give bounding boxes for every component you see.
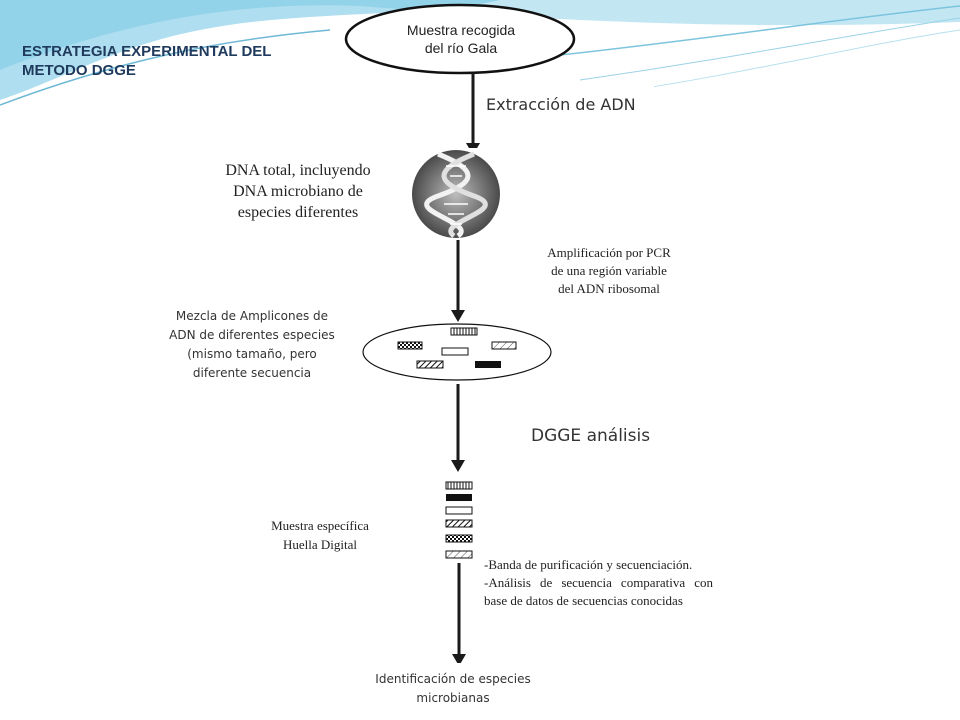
total-dna-line-1: DNA total, incluyendo	[225, 162, 371, 179]
sample-ellipse	[344, 3, 576, 75]
step-species-identification: Identificación de especies microbianas	[351, 663, 555, 719]
amplicons-line-3: (mismo tamaño, pero	[187, 347, 317, 361]
step-extraction: Extracción de ADN	[478, 85, 654, 135]
identification-line-2: microbianas	[416, 691, 490, 705]
gel-bands-icon	[362, 323, 552, 381]
step-total-dna: DNA total, incluyendo DNA microbiano de …	[200, 150, 396, 246]
pcr-line-3: del ADN ribosomal	[558, 281, 660, 296]
pcr-line-1: Amplificación por PCR	[547, 245, 671, 260]
fingerprint-line-2: Huella Digital	[282, 537, 357, 552]
identification-line-1: Identificación de especies	[375, 672, 531, 686]
header-wave-decoration	[0, 0, 960, 106]
flow-arrows	[451, 73, 480, 666]
step-pcr-amplification: Amplificación por PCR de una región vari…	[524, 238, 694, 320]
title-line-1: ESTRATEGIA EXPERIMENTAL DEL	[22, 43, 272, 60]
amplicons-line-1: Mezcla de Amplicones de	[175, 309, 329, 323]
sample-label: Muestra recogida del río Gala	[350, 8, 572, 70]
fingerprint-line-1: Muestra específica	[271, 518, 369, 533]
purification-line-2: -Análisis de secuencia comparativa con b…	[484, 575, 713, 608]
step-fingerprint: Muestra específica Huella Digital	[256, 508, 384, 566]
amplicons-line-2: ADN de diferentes especies	[169, 328, 335, 342]
purification-line-1: -Banda de purificación y secuenciación.	[484, 557, 693, 572]
total-dna-line-2: DNA microbiano de	[233, 183, 363, 200]
dna-helix-icon	[410, 148, 502, 240]
step-amplicon-mix: Mezcla de Amplicones de ADN de diferente…	[152, 302, 352, 406]
total-dna-line-3: especies diferentes	[237, 204, 359, 221]
sample-line-1: Muestra recogida	[406, 22, 516, 38]
page-title: ESTRATEGIA EXPERIMENTAL DEL METODO DGGE	[22, 42, 322, 80]
sample-line-2: del río Gala	[424, 40, 498, 56]
amplicons-line-4: diferente secuencia	[192, 366, 312, 380]
pcr-line-2: de una región variable	[551, 263, 667, 278]
step-purification-sequencing: -Banda de purificación y secuenciación. …	[481, 552, 721, 664]
dgge-lane-icon	[445, 481, 473, 559]
step-dgge-analysis: DGGE análisis	[524, 419, 684, 453]
title-line-2: METODO DGGE	[22, 62, 136, 79]
